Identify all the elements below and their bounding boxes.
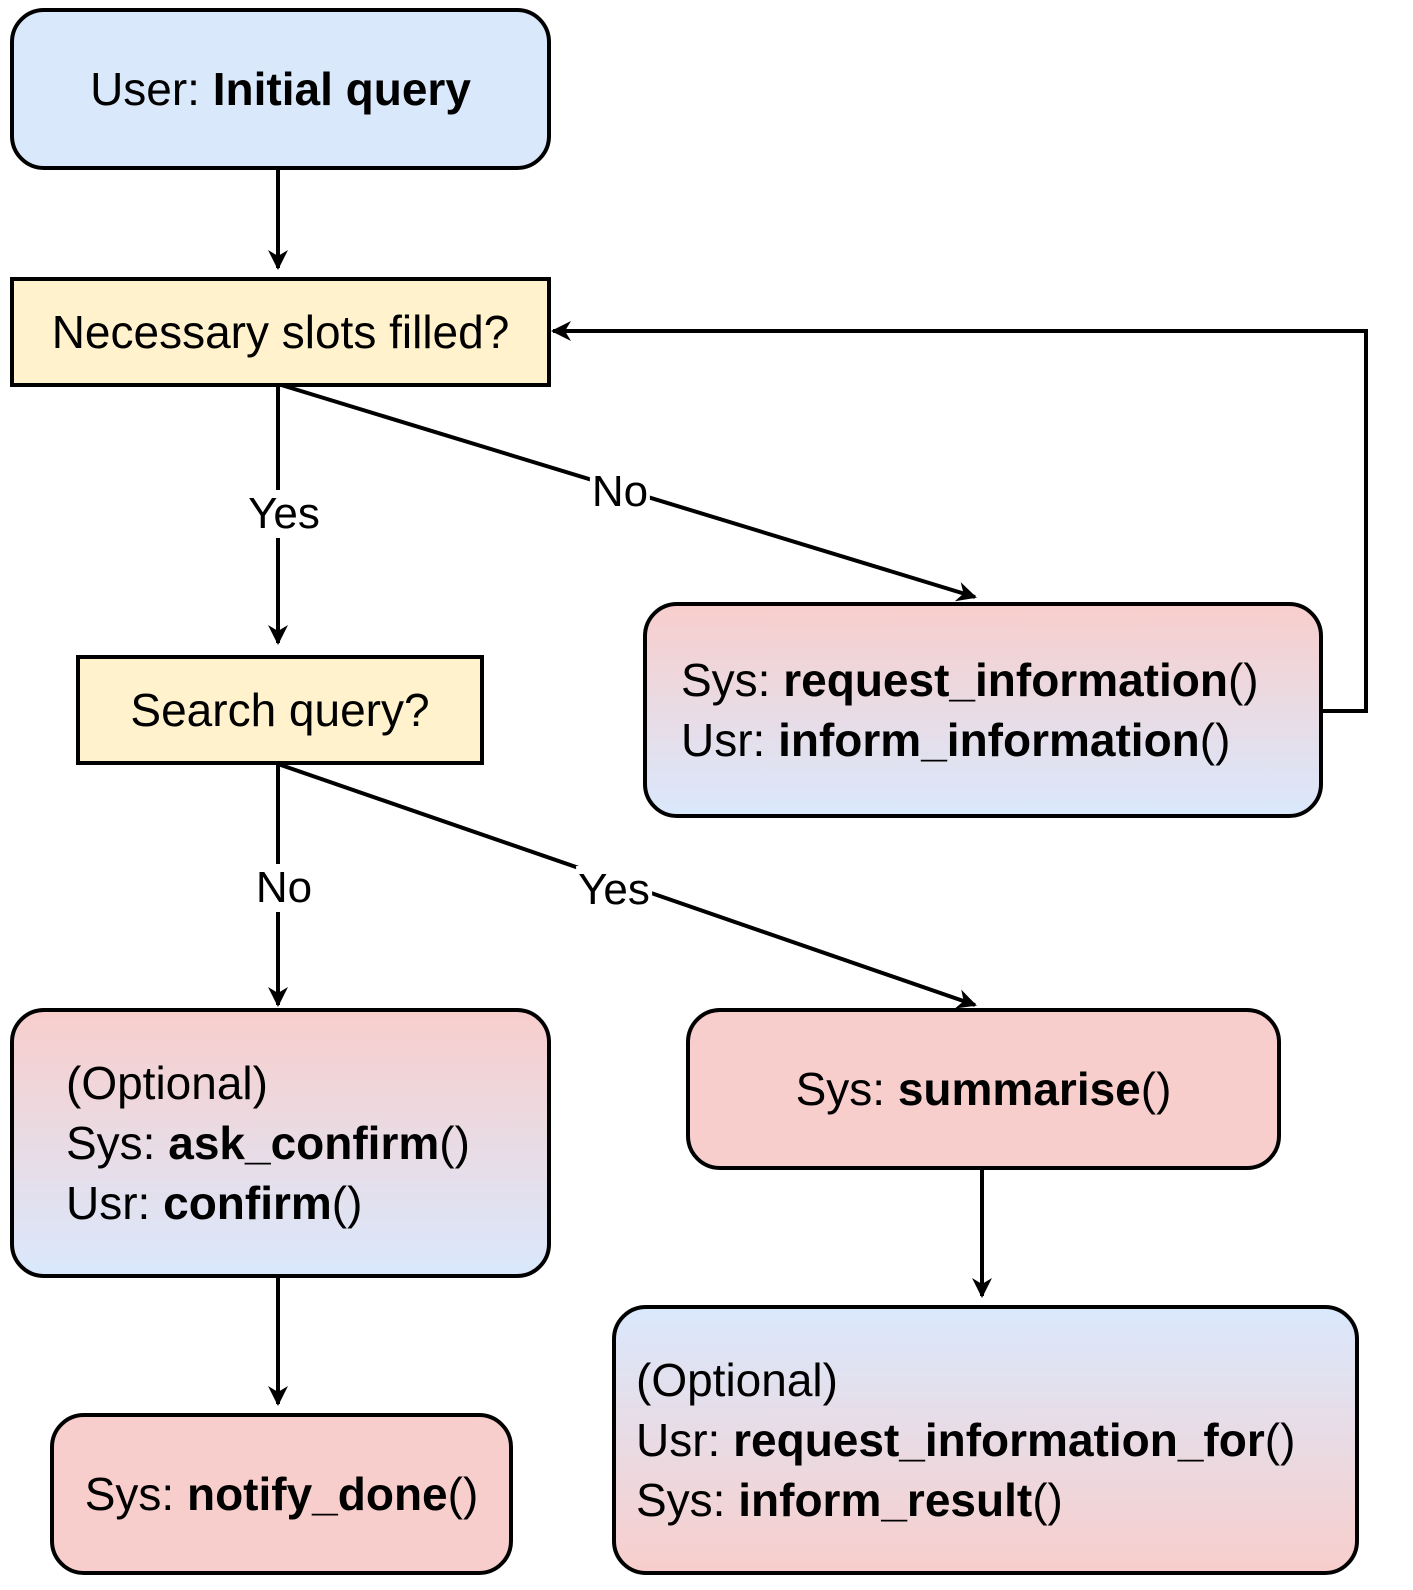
optional-label: (Optional): [66, 1057, 268, 1109]
line-prefix: Usr:: [636, 1414, 734, 1466]
line-prefix: Sys:: [795, 1063, 898, 1115]
line-prefix: Usr:: [66, 1177, 164, 1229]
node-summarise: Sys: summarise(): [686, 1008, 1281, 1170]
node-initial-query: User: Initial query: [10, 8, 551, 170]
line-suffix: (): [1227, 654, 1259, 706]
function-name: summarise: [897, 1063, 1141, 1115]
node-inform-result: (Optional) Usr: request_information_for(…: [612, 1305, 1359, 1575]
node-slots-filled: Necessary slots filled?: [10, 277, 551, 387]
node-search-query-text: Search query?: [130, 684, 430, 736]
node-initial-query-bold: Initial query: [212, 63, 471, 115]
line-prefix: Sys:: [66, 1117, 169, 1169]
optional-label: (Optional): [636, 1354, 838, 1406]
line-prefix: Usr:: [681, 714, 779, 766]
function-name: inform_information: [778, 714, 1200, 766]
node-request-information: Sys: request_information() Usr: inform_i…: [643, 602, 1323, 818]
line-prefix: Sys:: [84, 1468, 187, 1520]
label-search-no: No: [253, 863, 315, 912]
line-suffix: (): [1032, 1474, 1063, 1526]
node-search-query: Search query?: [76, 655, 484, 765]
function-name: notify_done: [186, 1468, 448, 1520]
line-suffix: (): [1140, 1063, 1172, 1115]
edge-request-loop: [551, 321, 1368, 713]
function-name: inform_result: [738, 1474, 1033, 1526]
function-name: confirm: [163, 1177, 332, 1229]
label-search-yes: Yes: [576, 865, 652, 914]
line-prefix: Sys:: [636, 1474, 739, 1526]
node-confirm: (Optional) Sys: ask_confirm() Usr: confi…: [10, 1008, 551, 1278]
label-slots-yes: Yes: [246, 489, 322, 538]
function-name: request_information: [783, 654, 1228, 706]
function-name: ask_confirm: [168, 1117, 440, 1169]
function-name: request_information_for: [733, 1414, 1265, 1466]
line-suffix: (): [447, 1468, 479, 1520]
node-notify-done: Sys: notify_done(): [50, 1413, 513, 1575]
node-initial-query-prefix: User:: [90, 63, 213, 115]
line-suffix: (): [331, 1177, 363, 1229]
line-suffix: (): [1264, 1414, 1296, 1466]
line-prefix: Sys:: [681, 654, 784, 706]
line-suffix: (): [439, 1117, 470, 1169]
line-suffix: (): [1199, 714, 1231, 766]
node-slots-filled-text: Necessary slots filled?: [51, 306, 510, 358]
label-slots-no: No: [589, 467, 651, 516]
